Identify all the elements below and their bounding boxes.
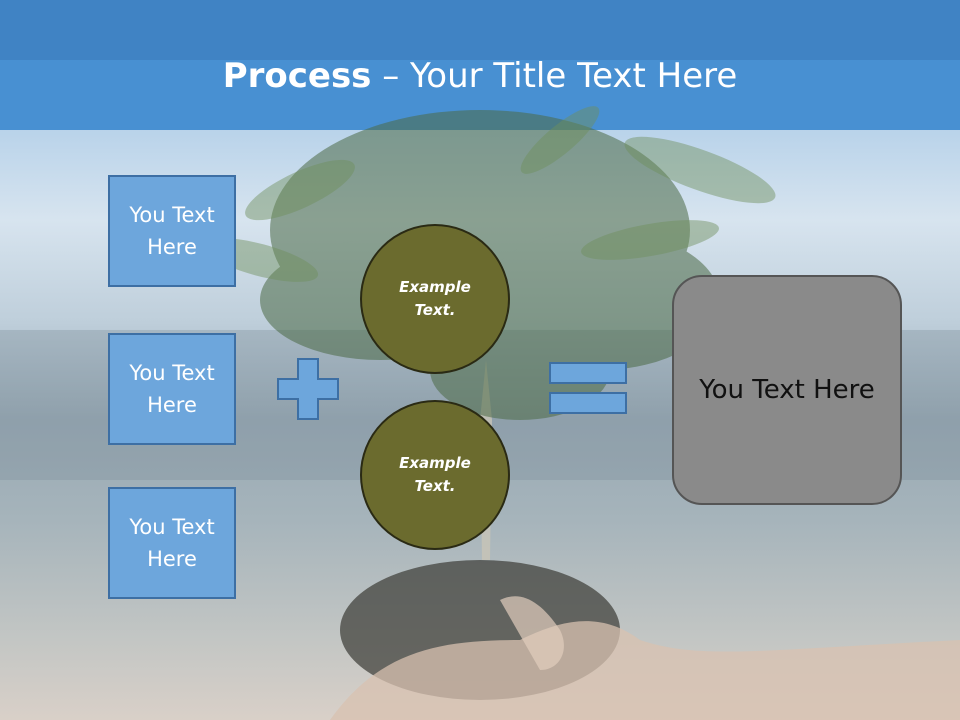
text-box-3[interactable]: You Text Here xyxy=(108,487,236,599)
text-box-1[interactable]: You Text Here xyxy=(108,175,236,287)
title-bold: Process xyxy=(222,56,372,96)
text-box-2[interactable]: You Text Here xyxy=(108,333,236,445)
plus-icon xyxy=(277,358,339,420)
equals-icon xyxy=(549,362,627,414)
example-circle-1[interactable]: Example Text. xyxy=(360,224,510,374)
slide-title: Process – Your Title Text Here xyxy=(0,54,960,98)
title-rest: – Your Title Text Here xyxy=(371,56,738,96)
example-circle-2[interactable]: Example Text. xyxy=(360,400,510,550)
result-box[interactable]: You Text Here xyxy=(672,275,902,505)
